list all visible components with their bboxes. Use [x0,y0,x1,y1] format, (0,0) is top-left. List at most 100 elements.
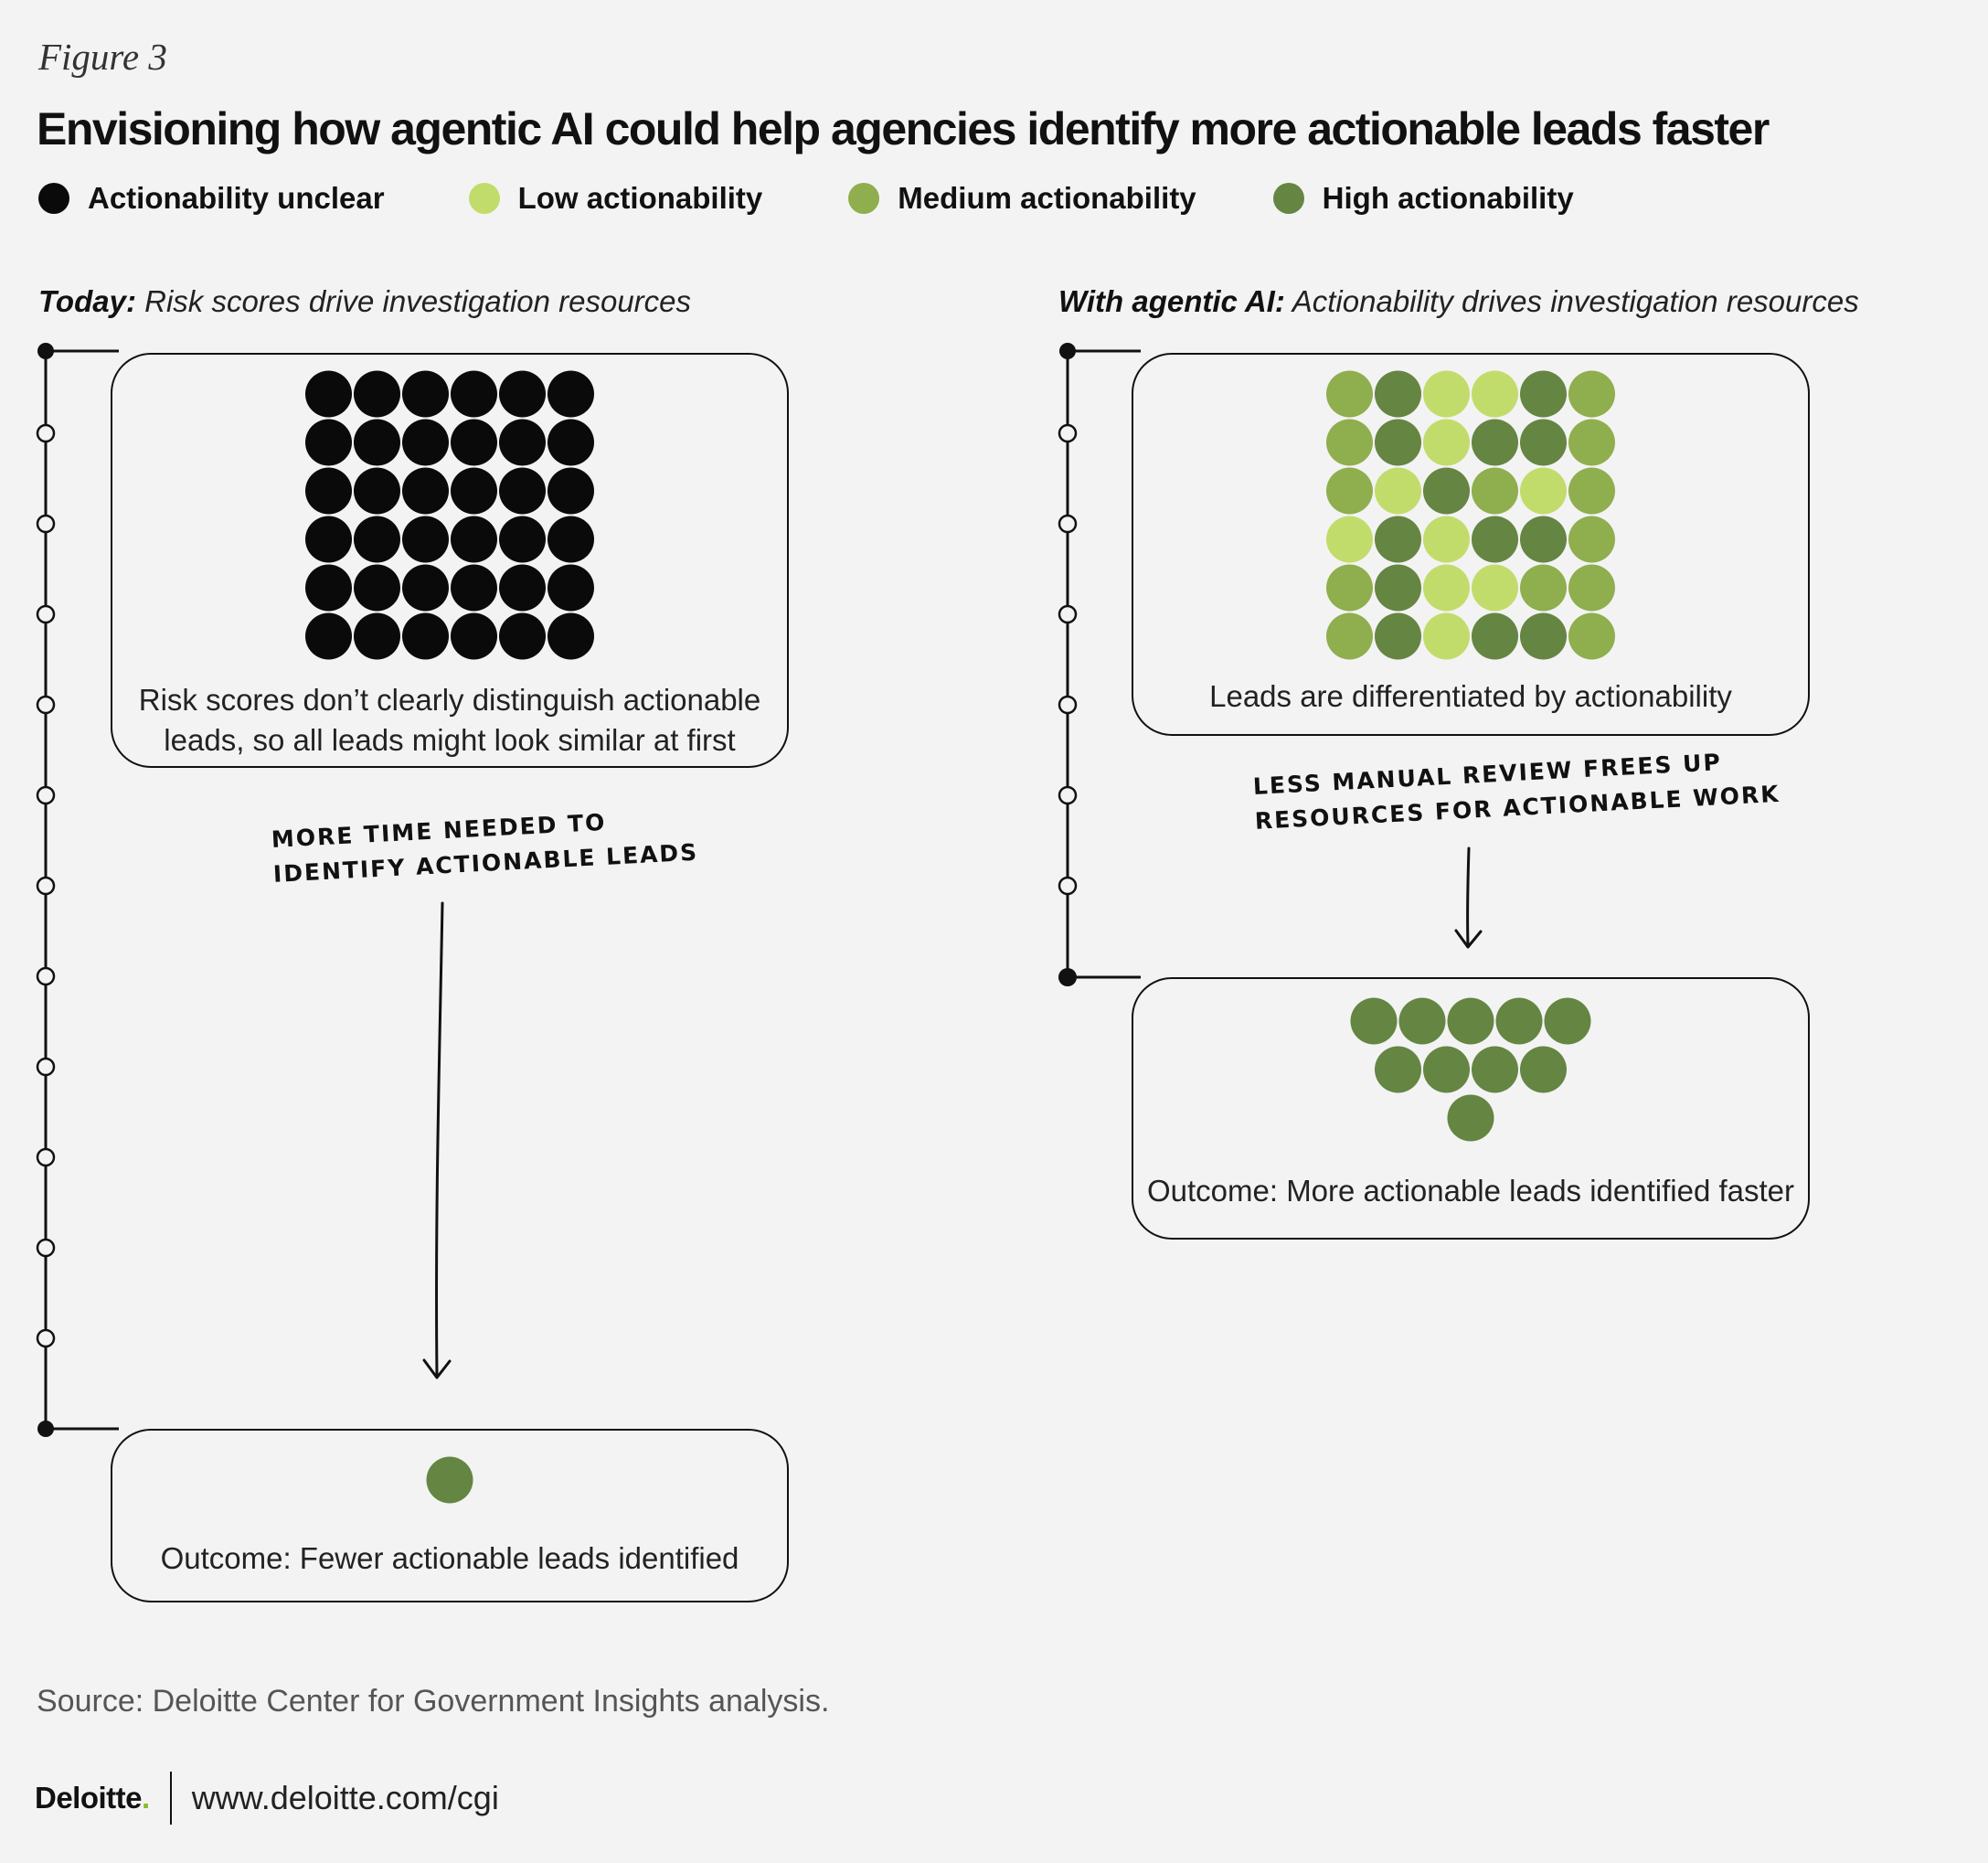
today-lead-dot-unclear [354,370,400,418]
agentic-lead-dot-high [1472,612,1518,660]
today-timeline-tick [36,1238,56,1258]
today-lead-dot-unclear [402,564,449,612]
legend-label: Actionability unclear [88,181,385,215]
agentic-outcome-lead-dot-high [1447,997,1494,1045]
agentic-heading-bold: With agentic AI: [1058,284,1285,318]
agentic-timeline-tick [1058,514,1078,534]
legend-item-high: High actionability [1272,181,1574,216]
agentic-lead-dot-high [1520,516,1567,563]
agentic-timeline-tick [1058,785,1078,805]
agentic-lead-dot-high [1520,612,1567,660]
legend-swatch [38,183,69,214]
agentic-lead-dot-medium [1472,467,1518,515]
agentic-outcome-lead-dot-high [1544,997,1591,1045]
today-lead-dot-unclear [305,612,352,660]
today-outcome-caption: Outcome: Fewer actionable leads identifi… [160,1541,739,1575]
agentic-lead-dot-low [1423,564,1470,612]
agentic-outcome-lead-dot-high [1398,997,1446,1045]
agentic-lead-dot-medium [1568,467,1615,515]
agentic-arrow [1454,846,1483,949]
legend-swatch [1272,183,1304,214]
agentic-lead-dot-high [1375,370,1421,418]
agentic-lead-dot-high [1375,612,1421,660]
footer: Deloitte. www.deloitte.com/cgi [35,1772,499,1825]
today-lead-dot-unclear [354,564,400,612]
today-lead-dot-unclear [547,516,594,563]
today-timeline-tick [36,1147,56,1167]
deloitte-logo: Deloitte. [35,1781,150,1815]
agentic-lead-dot-medium [1568,612,1615,660]
today-lead-dot-unclear [402,419,449,466]
today-lead-dot-unclear [305,419,352,466]
agentic-leads-caption: Leads are differentiated by actionabilit… [1209,679,1732,713]
today-lead-dot-unclear [499,370,546,418]
legend-label: Low actionability [517,181,763,215]
legend-swatch [468,183,500,214]
agentic-outcome-lead-dot-high [1350,997,1398,1045]
today-lead-dot-unclear [547,467,594,515]
agentic-lead-dot-medium [1568,564,1615,612]
agentic-outcome-lead-dot-high [1375,1046,1421,1093]
agentic-lead-dot-medium [1520,564,1567,612]
agentic-lead-dot-low [1423,419,1470,466]
figure-title: Envisioning how agentic AI could help ag… [37,103,1770,154]
source-note: Source: Deloitte Center for Government I… [37,1684,830,1719]
agentic-lead-dot-low [1375,467,1421,515]
agentic-start-node [1059,343,1076,359]
today-lead-dot-unclear [499,467,546,515]
today-timeline-tick [36,604,56,624]
today-heading: Today: Risk scores drive investigation r… [38,284,691,319]
today-lead-dot-unclear [451,370,497,418]
legend-label: Medium actionability [898,181,1196,215]
agentic-lead-dot-low [1472,564,1518,612]
today-lead-dot-unclear [451,516,497,563]
agentic-lead-dot-low [1472,370,1518,418]
agentic-timeline-tick [1058,695,1078,715]
agentic-lead-dot-low [1423,612,1470,660]
footer-url: www.deloitte.com/cgi [191,1779,499,1816]
today-end-node [37,1421,54,1437]
agentic-lead-dot-medium [1568,516,1615,563]
today-timeline-tick [36,1057,56,1077]
agentic-outcome-lead-dot-high [1447,1094,1494,1142]
agentic-lead-dot-high [1520,370,1567,418]
today-timeline-tick [36,1328,56,1348]
today-timeline-tick [36,876,56,896]
today-lead-dot-unclear [402,612,449,660]
today-lead-dot-unclear [499,516,546,563]
figure-label: Figure 3 [38,36,167,78]
legend-label: High actionability [1322,181,1574,215]
today-heading-bold: Today: [38,284,136,318]
legend: Actionability unclear Low actionability … [38,181,1638,216]
today-lead-dot-unclear [451,612,497,660]
today-lead-dot-unclear [402,370,449,418]
today-timeline-tick [36,514,56,534]
agentic-lead-dot-medium [1326,467,1373,515]
today-lead-dot-unclear [499,612,546,660]
agentic-lead-dot-low [1326,516,1373,563]
today-lead-dot-unclear [354,467,400,515]
today-outcome-lead-dot-high [426,1456,473,1504]
agentic-outcome-lead-dot-high [1472,1046,1518,1093]
agentic-lead-dot-high [1375,516,1421,563]
today-lead-dot-unclear [402,516,449,563]
today-arrow [422,901,452,1379]
agentic-heading-text: Actionability drives investigation resou… [1284,284,1859,318]
agentic-lead-dot-low [1423,370,1470,418]
today-lead-dot-unclear [305,467,352,515]
legend-item-low: Low actionability [468,181,763,216]
logo-text: Deloitte [35,1781,143,1815]
agentic-heading: With agentic AI: Actionability drives in… [1058,284,1859,319]
today-lead-dot-unclear [499,564,546,612]
today-leads-caption-line: Risk scores don’t clearly distinguish ac… [138,683,761,717]
agentic-outcome-lead-dot-high [1495,997,1543,1045]
today-timeline-tick [36,785,56,805]
logo-dot: . [142,1781,150,1815]
agentic-lead-dot-high [1375,419,1421,466]
agentic-lead-dot-high [1375,564,1421,612]
agentic-end-node [1058,968,1077,986]
agentic-lead-dot-high [1423,467,1470,515]
agentic-lead-dot-high [1520,419,1567,466]
today-lead-dot-unclear [354,516,400,563]
